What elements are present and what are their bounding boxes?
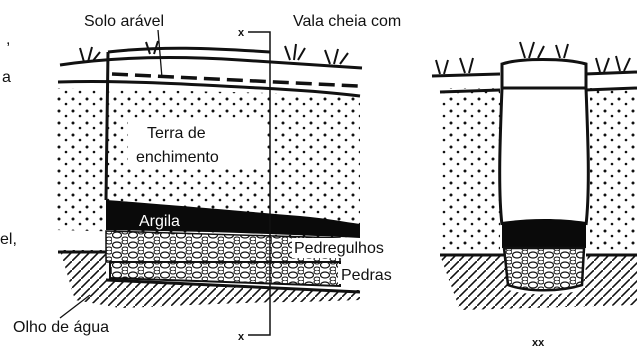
pebbles-cross <box>502 246 586 292</box>
label-bg-pedregulhos <box>292 238 414 258</box>
topsoil-dashed-line <box>111 72 359 88</box>
cross-section <box>431 41 637 310</box>
label-bg-pedras <box>338 264 412 284</box>
label-edge-1: , <box>6 31 10 48</box>
label-bg-terra <box>128 120 264 168</box>
label-vala-cheia: Vala cheia com <box>293 13 401 30</box>
ground-surface-right <box>431 70 637 78</box>
label-argila: Argila <box>139 213 180 230</box>
soil-fill-right-2 <box>590 88 637 250</box>
label-edge-2: a <box>2 69 11 86</box>
trench-outline-left <box>104 46 271 201</box>
section-line <box>248 31 271 336</box>
trench-walls-right <box>498 87 590 226</box>
grass-tufts-right <box>435 41 631 75</box>
longitudinal-section <box>55 31 363 336</box>
marker-section-bottom: x <box>238 331 245 343</box>
label-pedras: Pedras <box>341 267 392 284</box>
clay-cross <box>502 219 586 248</box>
marker-cross-section: xx <box>532 337 545 349</box>
label-terra-line1: Terra de <box>147 125 206 142</box>
clay-layer <box>106 200 360 238</box>
label-edge-3: el, <box>0 231 17 248</box>
leader-olho-agua <box>59 294 91 319</box>
bedrock-line-left <box>58 250 361 294</box>
bedrock-hatch-right <box>440 255 637 310</box>
topsoil-boundary-left <box>57 80 361 98</box>
leader-solo-aravel <box>157 29 163 79</box>
label-terra-line2: enchimento <box>136 149 219 166</box>
trench-cap <box>500 58 588 90</box>
label-olho-agua: Olho de água <box>13 319 109 336</box>
ground-surface-left <box>59 55 363 70</box>
topsoil-boundary-right <box>439 86 637 94</box>
label-pedregulhos: Pedregulhos <box>294 240 384 257</box>
grass-tufts-left <box>79 40 349 65</box>
soil-fill-right <box>440 88 500 250</box>
label-solo-aravel: Solo arável <box>84 13 164 30</box>
marker-section-top: x <box>238 27 245 39</box>
stone-layer <box>109 261 341 288</box>
bedrock-hatch-left <box>60 250 360 308</box>
